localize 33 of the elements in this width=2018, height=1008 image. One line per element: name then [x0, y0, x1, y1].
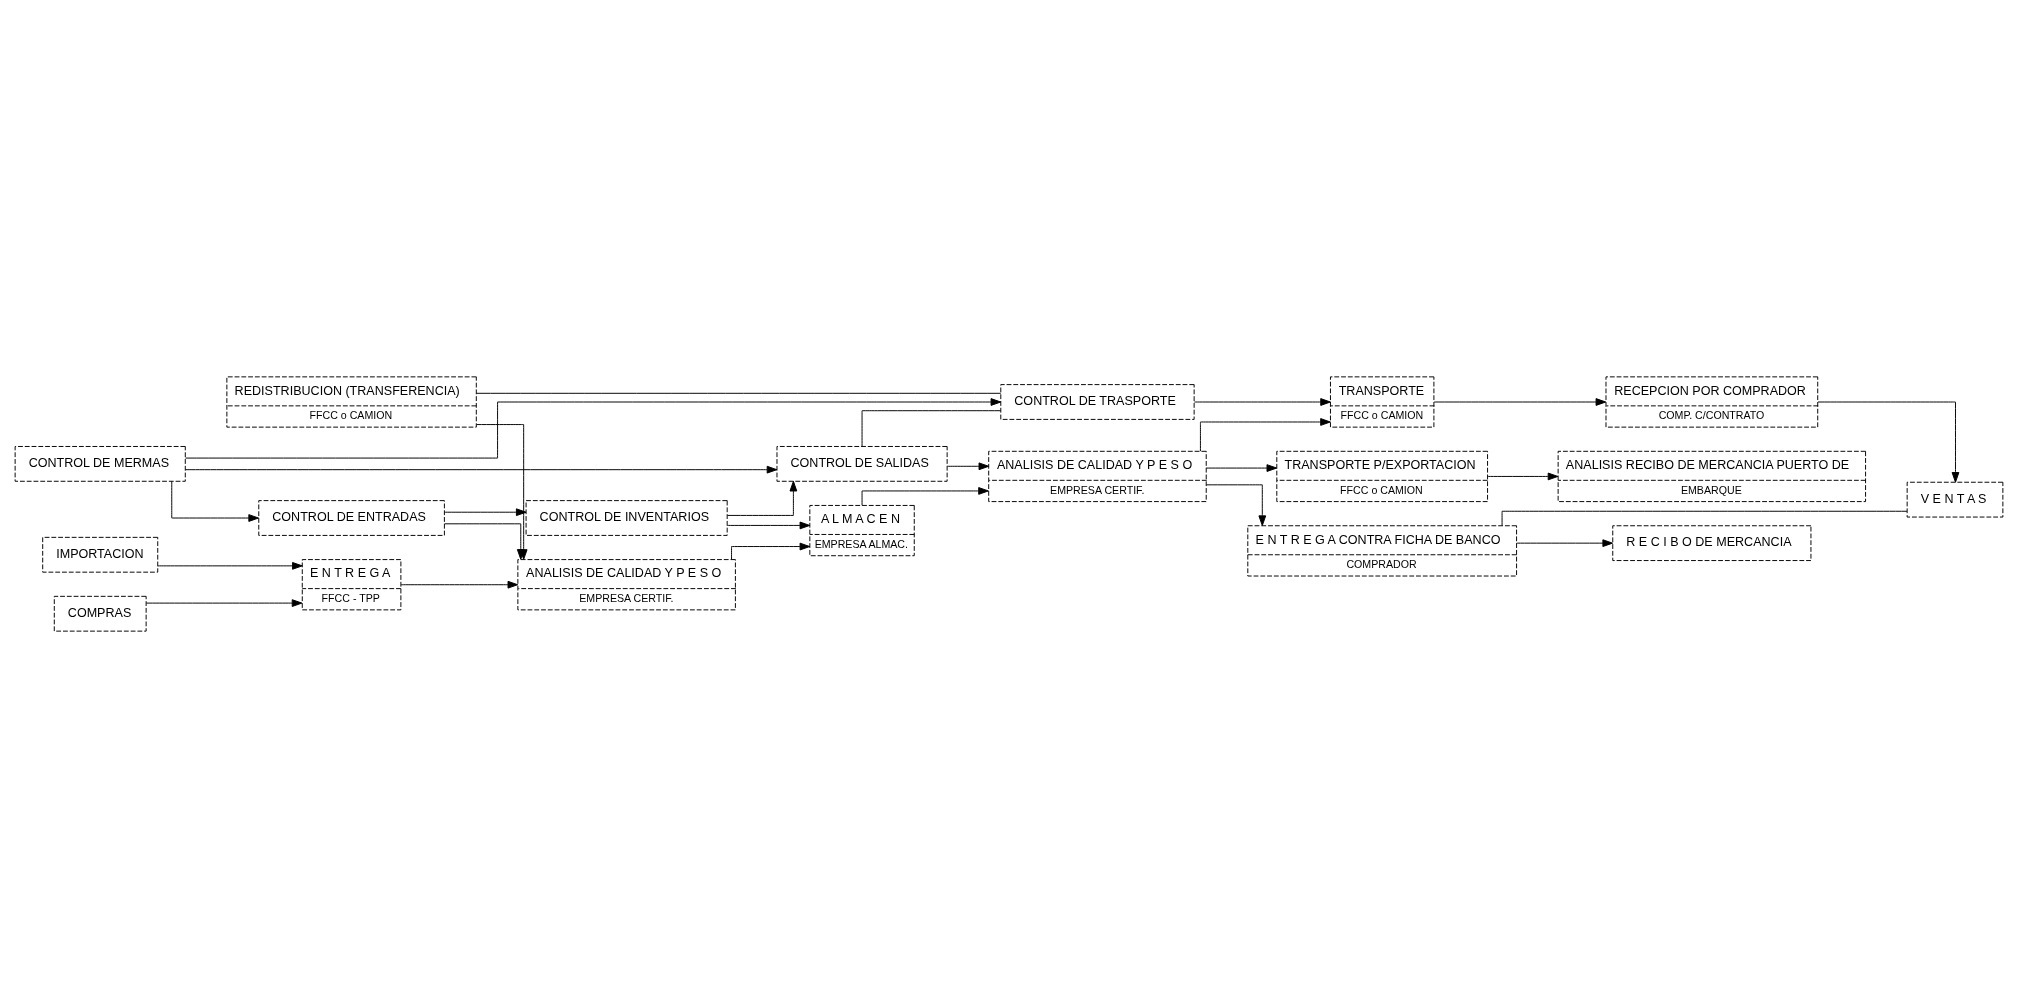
node-box: CONTROL DE ENTRADAS: [258, 500, 445, 536]
arrow: [171, 480, 259, 522]
connector: [861, 410, 1002, 447]
node-box: CONTROL DE TRASPORTE: [1000, 384, 1195, 420]
arrow: [1817, 401, 1960, 483]
node-box: IMPORTACION: [42, 536, 159, 573]
arrow: [1516, 539, 1614, 548]
arrow: [400, 580, 519, 589]
arrow: [1206, 484, 1267, 527]
arrow: [444, 508, 527, 517]
arrow: [184, 398, 1002, 459]
arrow: [731, 542, 811, 560]
arrow: [727, 521, 811, 530]
arrow: [1199, 418, 1331, 452]
arrow: [1433, 398, 1607, 406]
arrow: [727, 480, 798, 516]
connector: [475, 392, 1002, 394]
arrow: [1193, 398, 1331, 406]
node-box: CONTROL DE SALIDAS: [776, 446, 948, 482]
node-box: R E C I B O DE MERCANCIA: [1612, 525, 1812, 562]
connector: [1501, 510, 1908, 527]
arrow: [444, 523, 525, 560]
node-box: COMPRAS: [53, 595, 147, 632]
node-box: V E N T A S: [1906, 481, 2004, 518]
arrow: [946, 462, 990, 471]
arrow: [184, 465, 778, 474]
arrow: [1487, 472, 1559, 481]
node-box: CONTROL DE MERMAS: [14, 446, 186, 482]
arrow: [861, 487, 989, 506]
arrow: [1205, 464, 1278, 472]
arrow: [145, 599, 303, 607]
node-box: CONTROL DE INVENTARIOS: [525, 500, 728, 536]
arrow: [157, 562, 303, 570]
